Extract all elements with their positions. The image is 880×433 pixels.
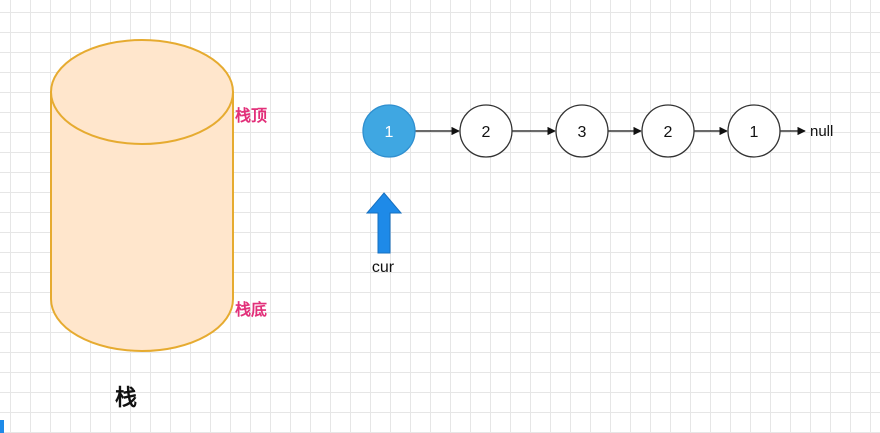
list-node-value: 3 [578,124,587,141]
stack-top-label: 栈顶 [235,106,267,125]
list-node: 1 [362,104,416,158]
list-node-value: 2 [664,124,673,141]
list-node-circle [362,104,416,158]
list-node-value: 1 [385,124,394,141]
stack-bottom-label: 栈底 [235,300,267,319]
list-node-circle [459,104,513,158]
stack-top [50,39,234,145]
stack-cylinder [50,39,234,352]
cur-pointer-arrow [365,192,403,254]
stack-body [50,91,234,352]
list-node: 2 [459,104,513,158]
stack-title: 栈 [115,386,137,411]
list-node-circle [727,104,781,158]
null-label: null [810,123,833,140]
list-nodes: 1 2 3 2 1 [362,104,781,158]
list-node: 1 [727,104,781,158]
list-node-value: 2 [482,124,491,141]
list-node-value: 1 [750,124,759,141]
list-node: 3 [555,104,609,158]
cur-label: cur [372,259,395,276]
up-arrow-icon [365,192,403,254]
edge-marker [0,420,4,433]
list-node-circle [641,104,695,158]
list-node: 2 [641,104,695,158]
list-node-circle [555,104,609,158]
